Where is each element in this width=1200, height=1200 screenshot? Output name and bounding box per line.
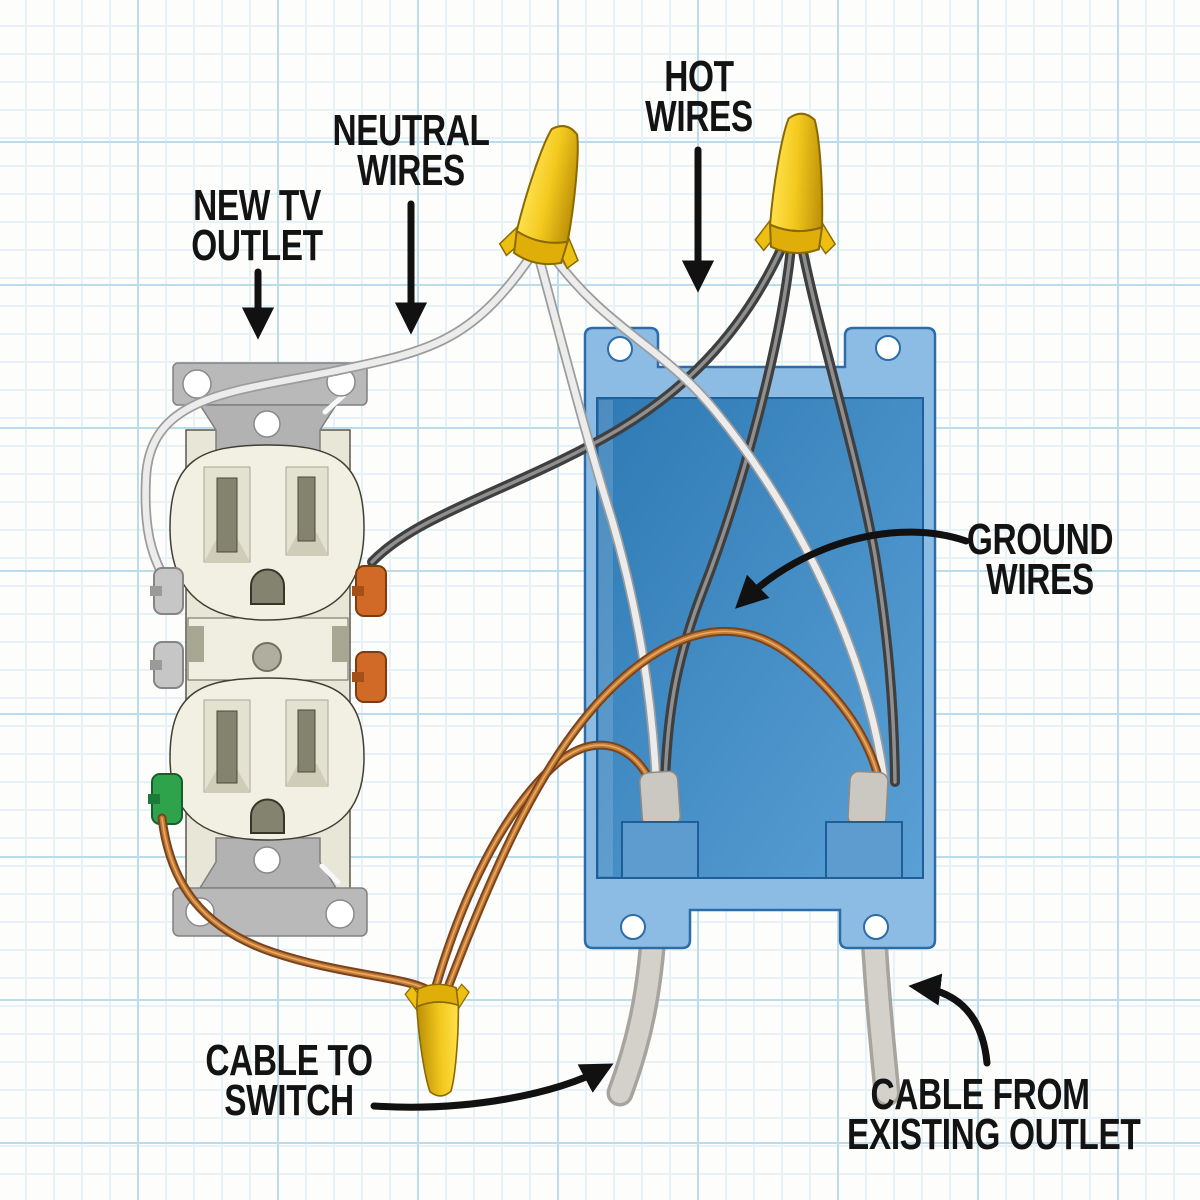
arrow-cable-from-existing-outlet bbox=[908, 973, 991, 1067]
label-line: SWITCH bbox=[224, 1075, 354, 1125]
neutral-wires bbox=[534, 247, 889, 785]
strap-slot bbox=[319, 863, 341, 885]
slot-bevel bbox=[286, 764, 328, 786]
label-cable-to-switch: CABLE TO SWITCH bbox=[175, 1036, 403, 1125]
label-ground-wires: GROUND WIRES bbox=[926, 515, 1154, 604]
strap-hole bbox=[253, 410, 281, 438]
box-mounting-hole bbox=[607, 336, 633, 362]
strap-hole bbox=[253, 846, 281, 874]
neutral-slot bbox=[216, 710, 238, 784]
label-line: EXISTING OUTLET bbox=[847, 1109, 1141, 1159]
terminal-screws-silver bbox=[150, 567, 184, 689]
label-line: GROUND bbox=[966, 515, 1114, 564]
label-new-tv-outlet: NEW TV OUTLET bbox=[143, 181, 371, 270]
cable-clamp-right bbox=[825, 821, 903, 879]
label-line: CABLE TO bbox=[205, 1036, 373, 1085]
receptacle-faces bbox=[148, 444, 387, 841]
wire-nut-ground bbox=[404, 982, 474, 1098]
breakoff-tab bbox=[188, 626, 204, 662]
neutral-slot bbox=[216, 477, 238, 553]
label-line: NEW TV bbox=[193, 181, 321, 230]
label-hot-wires: HOT WIRES bbox=[585, 52, 813, 141]
ground-pigtail bbox=[157, 813, 433, 995]
cable-sheath-stub bbox=[639, 770, 889, 828]
cable-clamp-left bbox=[621, 821, 699, 879]
label-line: WIRES bbox=[986, 554, 1094, 604]
label-line: NEUTRAL bbox=[332, 106, 490, 155]
label-line: HOT bbox=[664, 52, 734, 101]
strap-hole bbox=[182, 369, 212, 399]
label-line: WIRES bbox=[645, 91, 753, 141]
label-line: WIRES bbox=[357, 145, 465, 195]
label-cable-from-existing-outlet: CABLE FROM EXISTING OUTLET bbox=[847, 1070, 1141, 1159]
hot-slot bbox=[297, 709, 316, 773]
label-neutral-wires: NEUTRAL WIRES bbox=[297, 106, 525, 195]
label-line: CABLE FROM bbox=[870, 1070, 1090, 1119]
box-mounting-hole bbox=[875, 335, 901, 361]
ground-hole bbox=[250, 568, 285, 605]
cable-clamps bbox=[621, 821, 903, 879]
center-screw bbox=[252, 642, 282, 672]
ground-wires bbox=[431, 626, 883, 995]
ground-hole bbox=[250, 798, 285, 834]
breakoff-tab bbox=[332, 626, 348, 662]
neutral-pigtail bbox=[140, 251, 536, 597]
label-line: OUTLET bbox=[191, 220, 323, 270]
hot-wires bbox=[367, 237, 900, 787]
hot-slot bbox=[297, 476, 316, 542]
box-mounting-hole bbox=[863, 914, 889, 940]
annotation-arrows bbox=[241, 146, 991, 1111]
box-mounting-hole bbox=[620, 914, 646, 940]
strap-hole bbox=[325, 899, 355, 929]
terminal-screws-brass bbox=[352, 565, 387, 703]
slot-bevel bbox=[286, 533, 328, 555]
arrow-ground-wires bbox=[735, 528, 970, 609]
arrow-cable-to-switch bbox=[370, 1063, 614, 1111]
strap-slot bbox=[322, 393, 346, 415]
